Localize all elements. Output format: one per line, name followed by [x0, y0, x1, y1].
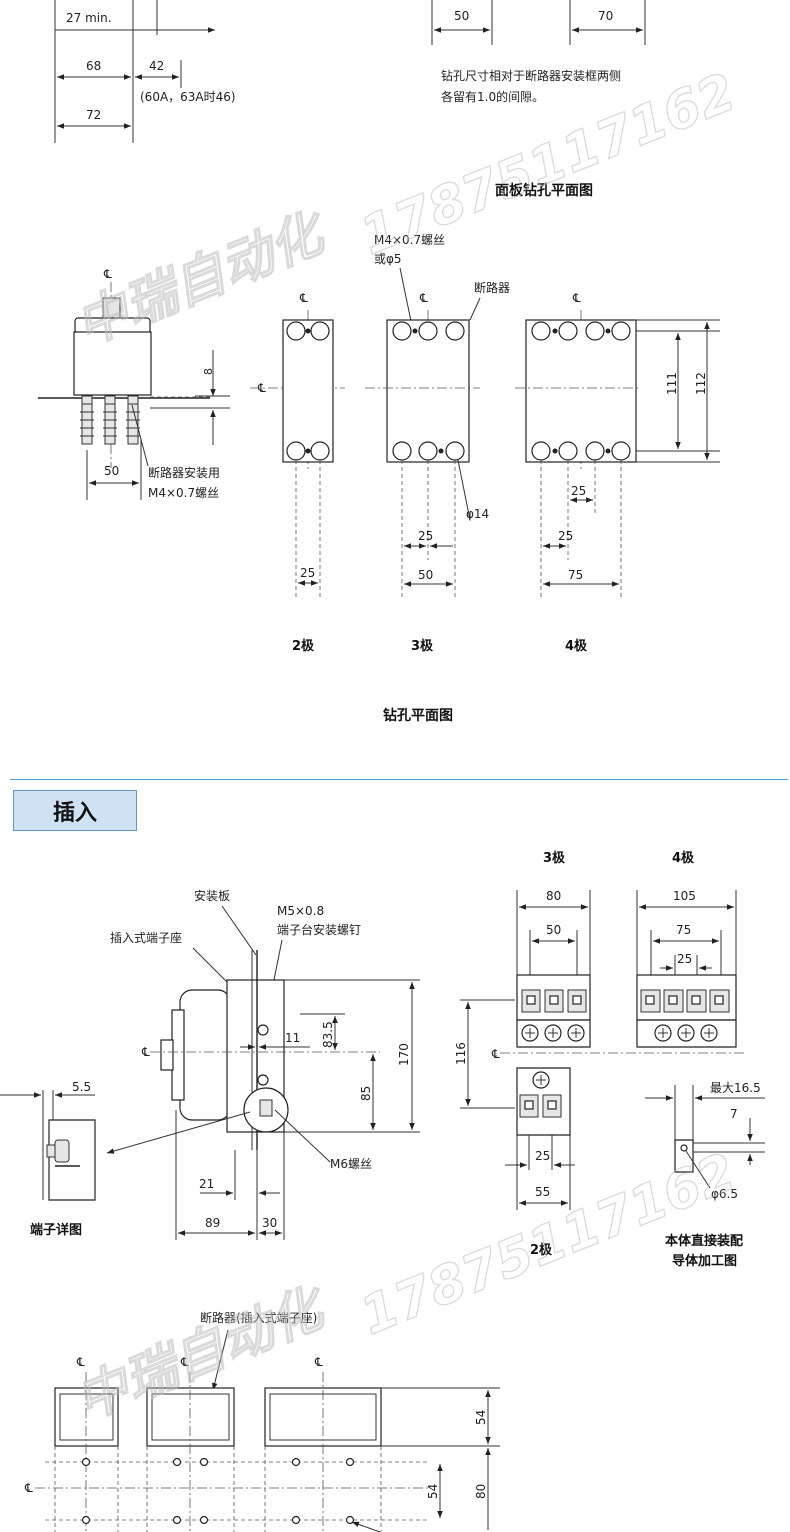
drilling-pattern-3pole: M4×0.7螺丝 或φ5 断路器 ℄ φ14 25 50 3极 [365, 233, 510, 654]
dim-75-4p: 75 [568, 568, 583, 582]
centerline-symbol-2p: ℄ [257, 381, 266, 395]
centerline-symbol-b3: ℄ [314, 1355, 323, 1369]
dim-phi6-5: φ6.5 [711, 1187, 738, 1201]
plugin-3pole-label: 3极 [543, 850, 566, 866]
mount-screw-line1: 断路器安装用 [148, 465, 220, 480]
dim-25-4p-plugin: 25 [677, 952, 692, 966]
centerline-symbol-plugin: ℄ [491, 1047, 500, 1061]
dim-80-bottom: 80 [474, 1484, 488, 1499]
panel-drilling-title: 面板钻孔平面图 [495, 182, 593, 199]
plugin-3pole-view: 3极 80 50 [516, 850, 591, 1048]
centerline-symbol-b2: ℄ [180, 1355, 189, 1369]
dim-11: 11 [285, 1031, 300, 1045]
dim-21: 21 [199, 1177, 214, 1191]
dim-25-2p-plugin: 25 [535, 1149, 550, 1163]
terminal-screws [80, 403, 140, 445]
dim-30: 30 [262, 1216, 277, 1230]
dim-50-3p: 50 [418, 568, 433, 582]
m6-label: M6螺丝 [330, 1157, 372, 1171]
dim-83-5: 83.5 [321, 1021, 335, 1048]
centerline-symbol-3p: ℄ [419, 291, 428, 305]
section-divider [10, 779, 788, 780]
dim-50-side: 50 [104, 464, 119, 478]
watermark: 中瑞自动化 17875117162 中瑞自动化 17875117162 [67, 62, 745, 1433]
dim-72: 72 [86, 108, 101, 122]
dim-25-2p: 25 [300, 566, 315, 580]
label-4pole: 4极 [565, 638, 588, 654]
dim-111: 111 [665, 372, 679, 395]
dim-105: 105 [673, 889, 696, 903]
dim-55: 55 [535, 1185, 550, 1199]
dim-27min: 27 min. [66, 11, 112, 25]
dim-68: 68 [86, 59, 101, 73]
top-dimension-group: 27 min. 68 42 (60A，63A时46) 72 50 70 钻孔尺寸… [54, 0, 646, 199]
bottom-breaker-label: 断路器(插入式端子座) [200, 1310, 317, 1325]
section-header-plugin: 插入 [13, 790, 137, 831]
dim-25b-4p: 25 [558, 529, 573, 543]
watermark-phone: 17875117162 [352, 62, 743, 267]
centerline-symbol-b4: ℄ [24, 1481, 33, 1495]
label-3pole: 3极 [411, 638, 434, 654]
mount-screw-line2: M4×0.7螺丝 [148, 486, 219, 500]
dim-70-top: 70 [598, 9, 613, 23]
plugin-2pole-view: ℄ 116 25 55 2极 [454, 999, 745, 1258]
section-header-label: 插入 [52, 800, 97, 826]
dim-80: 80 [546, 889, 561, 903]
mount-plate-label: 安装板 [194, 888, 230, 903]
max-16-5-label: 最大16.5 [710, 1081, 761, 1095]
dim-phi14: φ14 [466, 507, 489, 521]
plugin-socket-label: 插入式端子座 [110, 930, 182, 945]
centerline-symbol-side: ℄ [141, 1045, 150, 1059]
terminal-detail-label: 端子详图 [30, 1222, 82, 1238]
plugin-4pole-view: 4极 105 75 25 [636, 850, 737, 1048]
breaker-side-view: ℄ 8 50 断路器安装用 M4×0.7螺丝 [38, 267, 230, 500]
plugin-side-view: 安装板 插入式端子座 M5×0.8 端子台安装螺钉 ℄ 170 83.5 85 … [110, 888, 420, 1240]
centerline-symbol-b1: ℄ [76, 1355, 85, 1369]
centerline-symbol: ℄ [103, 267, 112, 281]
centerline-symbol-2p-top: ℄ [299, 291, 308, 305]
dim-7: 7 [730, 1107, 738, 1121]
label-2pole: 2极 [292, 638, 315, 654]
dim-75-plugin: 75 [676, 923, 691, 937]
screw-label-line1: M4×0.7螺丝 [374, 233, 445, 247]
bottom-plugin-drilling: 断路器(插入式端子座) ℄ ℄ ℄ ℄ 54 54 [24, 1310, 500, 1532]
dim-8: 8 [202, 368, 215, 375]
conductor-label-line1: 本体直接装配 [665, 1233, 743, 1249]
m5-label-line2: 端子台安装螺钉 [277, 922, 361, 937]
dim-50-top: 50 [454, 9, 469, 23]
dim-5-5: 5.5 [72, 1080, 91, 1094]
dim-42-note: (60A，63A时46) [140, 90, 236, 104]
dim-25a-4p: 25 [571, 484, 586, 498]
drill-note-line1: 钻孔尺寸相对于断路器安装框两侧 [441, 68, 621, 83]
conductor-processing-view: 最大16.5 7 φ6.5 本体直接装配 导体加工图 [645, 1081, 765, 1269]
dim-50-plugin: 50 [546, 923, 561, 937]
dim-54a: 54 [474, 1410, 488, 1425]
centerline-symbol-4p: ℄ [572, 291, 581, 305]
dim-170: 170 [397, 1043, 411, 1066]
drill-note-line2: 各留有1.0的间隙。 [441, 89, 544, 104]
terminal-detail: 5.5 端子详图 [0, 1080, 251, 1238]
drilling-title: 钻孔平面图 [383, 707, 453, 724]
plugin-2pole-label: 2极 [530, 1242, 553, 1258]
breaker-label: 断路器 [474, 280, 510, 295]
dim-112: 112 [694, 372, 708, 395]
m5-label-line1: M5×0.8 [277, 904, 324, 918]
screw-label-line2: 或φ5 [374, 252, 402, 266]
dim-89: 89 [205, 1216, 220, 1230]
dim-85: 85 [359, 1086, 373, 1101]
conductor-label-line2: 导体加工图 [672, 1253, 737, 1269]
dim-54b: 54 [426, 1484, 440, 1499]
plugin-4pole-label: 4极 [672, 850, 695, 866]
dim-25-3p: 25 [418, 529, 433, 543]
drilling-pattern-4pole: ℄ 111 112 25 25 75 4极 [515, 291, 720, 654]
drilling-pattern-2pole: ℄ ℄ 25 2极 [250, 291, 345, 654]
dim-116: 116 [454, 1042, 468, 1065]
dim-42: 42 [149, 59, 164, 73]
